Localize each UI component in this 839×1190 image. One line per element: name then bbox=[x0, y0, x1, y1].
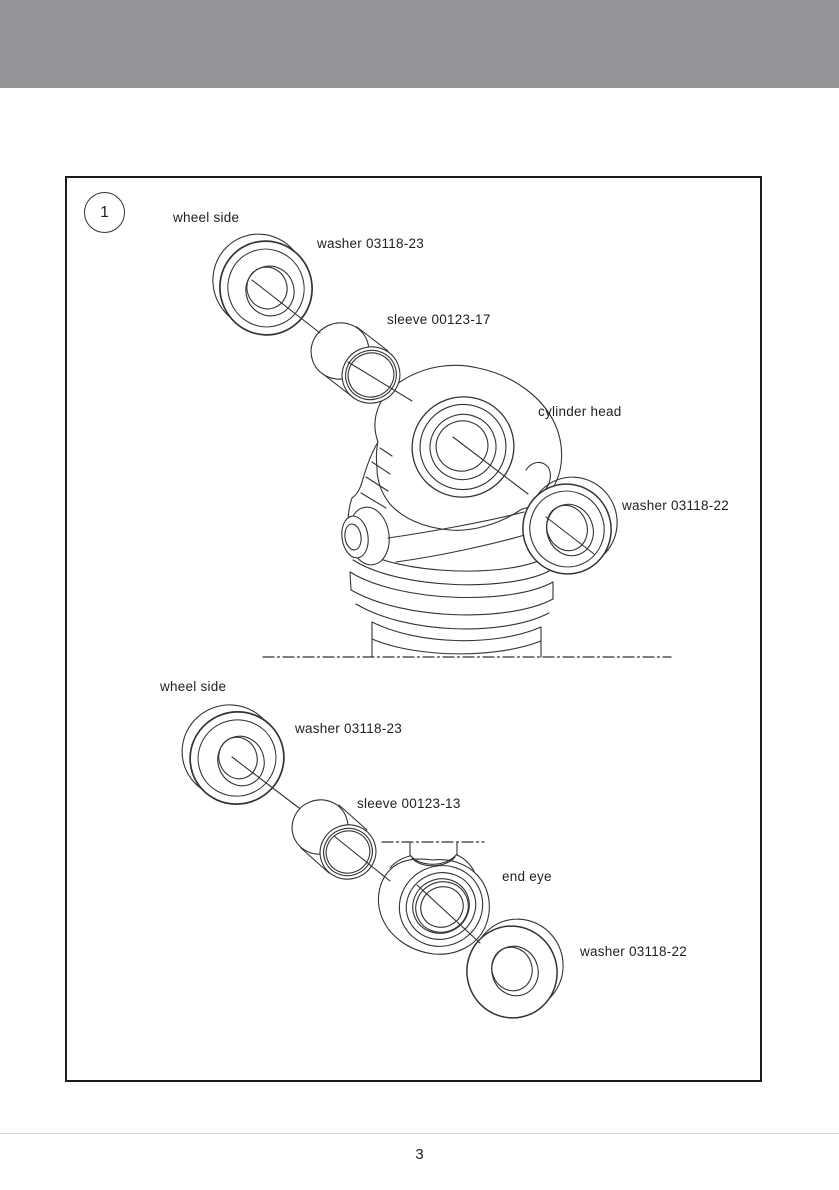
label-cylinder-head: cylinder head bbox=[538, 404, 622, 419]
label-washer-03118-23-bottom: washer 03118-23 bbox=[295, 721, 403, 736]
label-washer-03118-22-top: washer 03118-22 bbox=[622, 498, 730, 513]
label-wheel-side-top: wheel side bbox=[173, 210, 240, 225]
axis-line-top bbox=[251, 279, 595, 555]
header-bar bbox=[0, 0, 839, 88]
figure-number-badge: 1 bbox=[84, 192, 125, 233]
label-washer-03118-22-bottom: washer 03118-22 bbox=[580, 944, 688, 959]
label-washer-03118-23-top: washer 03118-23 bbox=[317, 236, 425, 251]
washer-top-left-drawing bbox=[212, 233, 313, 336]
sleeve-bottom-drawing bbox=[291, 799, 377, 880]
label-sleeve-00123-17: sleeve 00123-17 bbox=[387, 312, 491, 327]
washer-bottom-left-drawing bbox=[181, 704, 285, 805]
label-wheel-side-bottom: wheel side bbox=[160, 679, 227, 694]
washer-bottom-right-drawing bbox=[466, 918, 564, 1019]
washer-top-right-drawing bbox=[522, 476, 618, 575]
page-number: 3 bbox=[415, 1146, 424, 1163]
axis-line-bottom bbox=[231, 756, 481, 944]
end-eye-drawing bbox=[377, 842, 490, 955]
label-sleeve-00123-13: sleeve 00123-13 bbox=[357, 796, 461, 811]
sleeve-top-drawing bbox=[310, 322, 401, 404]
footer-divider bbox=[0, 1133, 839, 1134]
label-end-eye: end eye bbox=[502, 869, 552, 884]
cylinder-head-drawing bbox=[341, 364, 563, 658]
